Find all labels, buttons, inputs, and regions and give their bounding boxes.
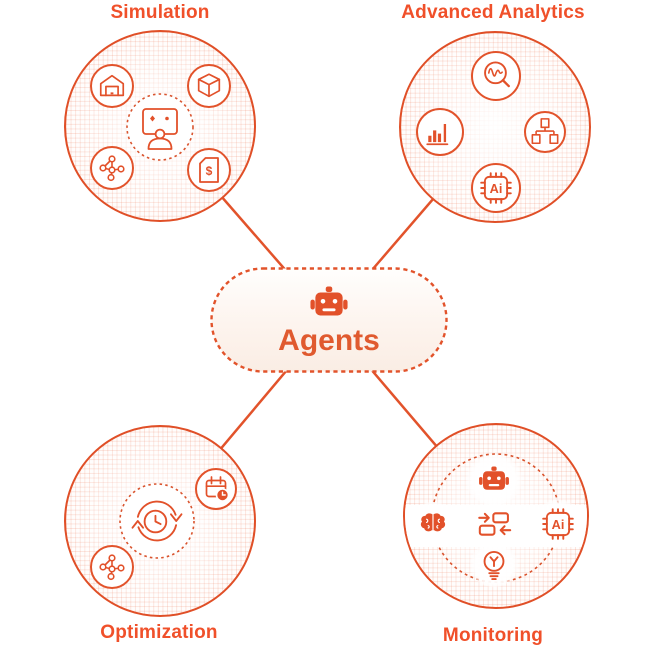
icon-circle-hierarchy (524, 111, 566, 153)
robot-icon (310, 286, 348, 315)
digital-avatar-icon (142, 108, 178, 150)
icon-glow (469, 504, 521, 544)
lightbulb-icon (483, 550, 505, 580)
package-box-icon (197, 73, 221, 98)
network-graph-icon (99, 554, 125, 581)
waveform-magnifier-icon (484, 61, 510, 88)
network-graph-icon (99, 155, 125, 182)
title-optimization: Optimization (100, 622, 218, 643)
center-node-agents: Agents (210, 267, 448, 373)
hierarchy-icon (531, 118, 559, 145)
node-advanced-analytics: Ai (399, 31, 591, 223)
pill-border (210, 267, 448, 373)
calendar-clock-icon (205, 476, 230, 502)
icon-circle-network (90, 146, 134, 190)
robot-icon (479, 465, 509, 490)
ai-chip-icon: Ai (480, 172, 512, 204)
ai-glyph: Ai (490, 182, 503, 196)
title-simulation: Simulation (110, 2, 210, 23)
icon-glow (466, 455, 522, 505)
agents-label: Agents (278, 323, 380, 357)
dashed-circle (119, 483, 195, 559)
brain-icon (420, 513, 446, 532)
title-monitoring: Monitoring (442, 625, 544, 646)
node-monitoring: Ai (403, 423, 589, 609)
node-optimization (64, 425, 256, 617)
node-simulation: $ (64, 30, 256, 222)
warehouse-icon (99, 74, 125, 97)
ai-chip-icon: Ai (542, 508, 574, 540)
ai-glyph: Ai (552, 518, 565, 532)
icon-circle-ai-chip: Ai (471, 163, 521, 213)
icon-circle-package (187, 64, 231, 108)
dollar-document-icon: $ (199, 157, 219, 183)
icon-circle-bar-chart (416, 108, 464, 156)
dollar-glyph: $ (206, 164, 213, 178)
icon-glow (470, 543, 518, 587)
bar-chart-icon (426, 124, 449, 146)
pill-content: Agents (210, 267, 448, 373)
icon-glow (409, 502, 457, 546)
icon-glow: Ai (532, 500, 584, 548)
icon-circle-warehouse (90, 64, 134, 108)
icon-circle-calendar (195, 468, 237, 510)
sync-clock-icon (131, 500, 183, 542)
icon-circle-dollar-doc: $ (187, 148, 231, 192)
data-exchange-icon (478, 512, 512, 536)
title-advanced-analytics: Advanced Analytics (401, 2, 585, 23)
icon-circle-magnifier (471, 51, 521, 101)
icon-circle-network (90, 545, 134, 589)
